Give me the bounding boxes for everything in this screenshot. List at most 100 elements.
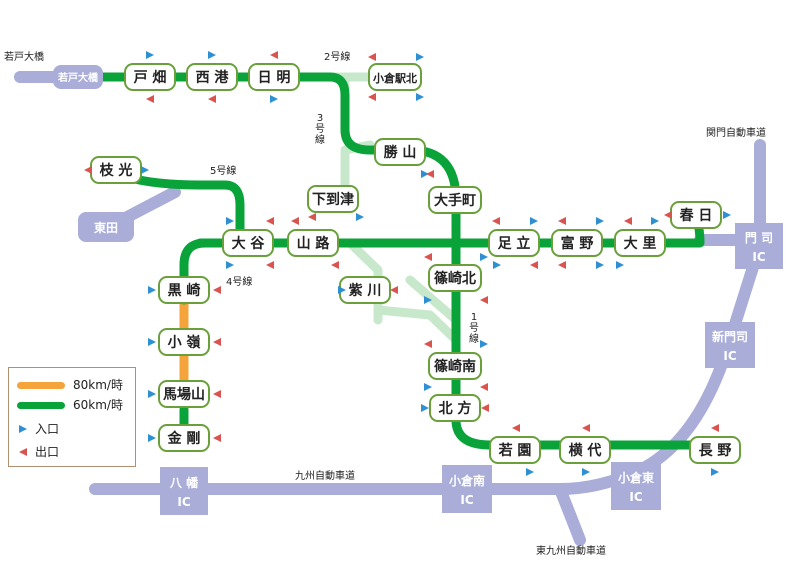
exit-icon	[266, 261, 274, 269]
entrance-icon	[493, 261, 501, 269]
exit-icon	[426, 170, 434, 178]
entrance-icon	[616, 261, 624, 269]
exit-icon	[424, 340, 432, 348]
entrance-icon	[146, 51, 154, 59]
station-katsuyama[interactable]: 勝 山	[374, 138, 426, 166]
station-kongo[interactable]: 金 剛	[158, 424, 210, 452]
svg-text:1: 1	[471, 312, 477, 323]
station-label-himachi: 日 明	[258, 70, 291, 86]
station-label-kokuraekikita: 小倉駅北	[372, 71, 417, 85]
exit-icon	[266, 217, 274, 225]
exit-icon	[84, 166, 92, 174]
station-nishiminato[interactable]: 西 港	[186, 63, 238, 91]
exit-icon	[270, 51, 278, 59]
entrance-icon	[526, 468, 534, 476]
svg-text:線: 線	[315, 133, 325, 146]
higashida-label: 東田	[94, 220, 118, 235]
station-tomino[interactable]: 富 野	[551, 229, 603, 257]
station-shinozakiMinami[interactable]: 篠崎南	[428, 352, 482, 380]
route5-label: 5号線	[210, 164, 236, 177]
station-label-ooteMachi: 大手町	[434, 192, 476, 209]
exit-icon	[481, 404, 489, 412]
entrance-icon	[141, 166, 149, 174]
station-kitagata[interactable]: 北 方	[429, 394, 481, 422]
entrance-icon	[338, 286, 346, 294]
station-label-dairi: 大 里	[624, 235, 657, 252]
shigawa-branch	[345, 238, 461, 345]
exit-icon	[19, 448, 27, 456]
ic-boxes: 門 司 IC 新門司 IC 八 幡 IC 小倉南 IC 小倉東 IC 東田	[53, 65, 783, 515]
station-shigawa[interactable]: 紫 川	[339, 276, 391, 304]
station-ooteMachi[interactable]: 大手町	[428, 186, 482, 214]
entrance-icon	[356, 213, 364, 221]
entrance-icon	[226, 217, 234, 225]
legend-60-swatch	[17, 402, 65, 409]
svg-text:3: 3	[317, 113, 323, 124]
station-dairi[interactable]: 大 里	[614, 229, 666, 257]
kokuraminami-ic-suffix: IC	[460, 493, 473, 507]
station-himachi[interactable]: 日 明	[248, 63, 300, 91]
exit-icon	[213, 434, 221, 442]
entrance-icon	[148, 286, 156, 294]
station-tobata[interactable]: 戸 畑	[124, 63, 176, 91]
station-label-yokoshiro: 横 代	[569, 442, 602, 459]
kokuraminami-ic[interactable]: 小倉南 IC	[442, 465, 492, 513]
yahata-ic-name: 八 幡	[169, 475, 199, 490]
exit-icon	[368, 53, 376, 61]
station-label-shinozakiMinami: 篠崎南	[434, 358, 476, 375]
station-kokuraekikita[interactable]: 小倉駅北	[368, 63, 422, 91]
entrance-icon	[596, 217, 604, 225]
entrance-icon	[148, 390, 156, 398]
station-label-sanro: 山 路	[297, 235, 331, 252]
station-label-adachi: 足 立	[498, 235, 531, 252]
kanmon-expressway-label: 関門自動車道	[706, 126, 766, 139]
station-label-katsuyama: 勝 山	[384, 144, 417, 161]
legend-exit-label: 出口	[35, 445, 60, 459]
yahata-ic[interactable]: 八 幡 IC	[160, 467, 208, 515]
station-babayama[interactable]: 馬場山	[158, 380, 210, 408]
exit-icon	[208, 95, 216, 103]
exit-icon	[368, 93, 376, 101]
station-edamitsu[interactable]: 枝 光	[90, 156, 142, 184]
kokurahigashi-ic[interactable]: 小倉東 IC	[611, 462, 661, 510]
exit-icon	[480, 383, 488, 391]
wakato-bridge-box[interactable]: 若戸大橋	[53, 65, 103, 89]
station-kasuga[interactable]: 春 日	[670, 201, 722, 229]
station-label-kongo: 金 剛	[167, 430, 201, 447]
exit-icon	[213, 338, 221, 346]
station-yokoshiro[interactable]: 横 代	[559, 436, 611, 464]
station-ohtani[interactable]: 大 谷	[222, 229, 274, 257]
station-wakazono[interactable]: 若 園	[489, 436, 541, 464]
svg-text:号: 号	[469, 322, 479, 334]
station-shinozakiKita[interactable]: 篠崎北	[428, 264, 482, 292]
entrance-icon	[416, 53, 424, 61]
station-shimoitozu[interactable]: 下到津	[307, 185, 359, 213]
entrance-icon	[582, 468, 590, 476]
exit-icon	[308, 213, 316, 221]
shinmoji-ic[interactable]: 新門司 IC	[705, 322, 755, 368]
station-label-tobata: 戸 畑	[134, 70, 167, 86]
station-adachi[interactable]: 足 立	[488, 229, 540, 257]
station-kurosaki[interactable]: 黒 崎	[158, 276, 210, 304]
shinmoji-ic-suffix: IC	[723, 349, 736, 363]
exit-icon	[480, 296, 488, 304]
route4-upper	[179, 238, 245, 305]
exit-icon	[582, 424, 590, 432]
wakato-bridge-label: 若戸大橋	[4, 50, 44, 63]
route4-label: 4号線	[226, 275, 252, 288]
kokuraminami-ic-name: 小倉南	[449, 473, 485, 488]
kyushu-expressway-label: 九州自動車道	[295, 469, 355, 482]
higashida-box[interactable]: 東田	[78, 212, 134, 242]
entrance-icon	[711, 468, 719, 476]
exit-icon	[558, 261, 566, 269]
entrance-icon	[208, 51, 216, 59]
moji-ic[interactable]: 門 司 IC	[735, 223, 783, 269]
moji-ic-suffix: IC	[752, 250, 765, 264]
station-sanro[interactable]: 山 路	[287, 229, 339, 257]
station-nagano[interactable]: 長 野	[689, 436, 741, 464]
station-label-kasuga: 春 日	[679, 207, 713, 224]
exit-icon	[390, 286, 398, 294]
entrance-icon	[19, 425, 27, 433]
entrance-icon	[480, 253, 488, 261]
station-korei[interactable]: 小 嶺	[158, 328, 210, 356]
